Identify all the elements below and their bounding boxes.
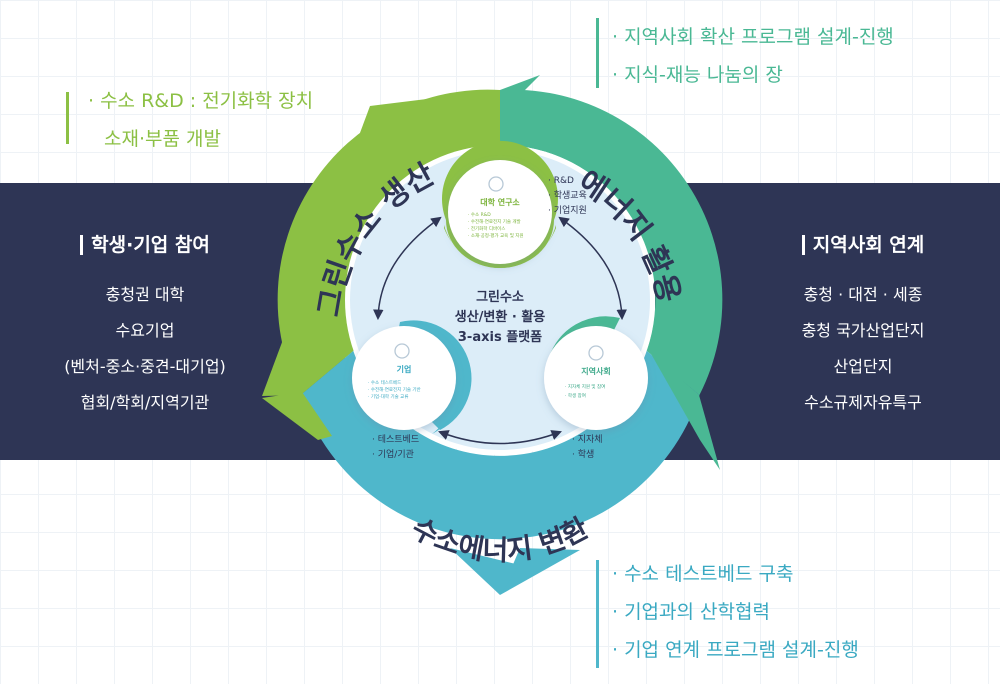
community-item: 충청 · 대전 · 세종 — [803, 285, 923, 304]
company-title: 기업 — [397, 364, 412, 374]
outreach-bullet: · 지역사회 확산 프로그램 설계-진행 — [612, 26, 894, 48]
testbed-bullet: · 수소 테스트베드 구축 — [612, 563, 794, 585]
university-tag: · 기업지원 — [548, 205, 587, 216]
community-item: 산업단지 — [833, 357, 893, 376]
university-item: · 수전해·연료전지 기술 개발 — [468, 218, 521, 225]
university-title: 대학 연구소 — [480, 197, 520, 207]
community-item: 수소규제자유특구 — [804, 393, 922, 412]
green-arrow-tip — [262, 392, 332, 440]
cycle-arrow-left — [373, 216, 442, 321]
node-company: 기업 · 수소 테스트베드 · 수전해·연료전지 기술 기반 · 기업-대학 기… — [352, 320, 472, 434]
teal-arc-segment — [500, 89, 723, 396]
teal-arrow-tip — [650, 352, 720, 470]
cyan-arc-pointer — [500, 548, 580, 595]
community-circle — [544, 326, 648, 430]
cyan-arrow-tip — [450, 548, 520, 595]
community-item: 충청 국가산업단지 — [801, 321, 925, 340]
company-item: · 기업-대학 기술 교류 — [368, 393, 408, 400]
university-item: · 전기화학 디바이스 — [468, 225, 505, 232]
company-item: · 수소 테스트베드 — [368, 379, 401, 386]
rnd-bullet: 소재·부품 개발 — [104, 128, 221, 150]
green-accent-bar — [66, 92, 69, 144]
company-accent — [398, 320, 472, 430]
center-platform: 3-axis 플랫폼 — [458, 329, 542, 345]
community-icon — [588, 345, 604, 361]
university-circle — [448, 160, 552, 264]
company-tag: · 기업/기관 — [372, 449, 414, 460]
participation-title: 학생·기업 참여 — [80, 235, 210, 255]
cycle-arrow-right — [558, 216, 627, 321]
cycle-arrow-bottom — [438, 430, 562, 445]
participation-item: (벤처-중소·중견-대기업) — [64, 357, 226, 376]
cyan-accent-bar — [596, 560, 599, 668]
community-title: 지역사회 연계 — [801, 235, 924, 255]
testbed-bullets: · 수소 테스트베드 구축 · 기업과의 산학협력 · 기업 연계 프로그램 설… — [612, 555, 859, 669]
university-tag: · R&D — [548, 176, 574, 186]
company-circle — [352, 326, 456, 430]
university-item: · 수소 R&D — [468, 212, 491, 218]
company-tag: · 테스트베드 — [372, 434, 419, 445]
community-title: 지역사회 — [581, 366, 610, 376]
center-subtitle: 생산/변환 · 활용 — [455, 309, 546, 325]
community-tag: · 학생 — [572, 449, 594, 460]
university-icon — [488, 176, 504, 192]
cyan-arc-segment — [300, 350, 700, 540]
node-community: 지역사회 · 지자체 지원 및 참여 · 학생 참여 — [544, 316, 648, 430]
university-item: · 소재·공정·평가 교육 및 지원 — [468, 232, 524, 239]
community-item: · 지자체 지원 및 참여 — [565, 383, 605, 390]
outreach-bullets: · 지역사회 확산 프로그램 설계-진행 · 지식-재능 나눔의 장 — [612, 18, 894, 94]
participation-item: 협회/학회/지역기관 — [80, 393, 210, 412]
testbed-bullet: · 기업과의 산학협력 — [612, 601, 770, 623]
testbed-bullet: · 기업 연계 프로그램 설계-진행 — [612, 639, 859, 661]
community-item: · 학생 참여 — [565, 392, 586, 399]
center-title: 그린수소 — [476, 289, 524, 305]
participation-item: 수요기업 — [115, 321, 175, 340]
rnd-bullet: · 수소 R&D : 전기화학 장치 — [88, 90, 314, 112]
community-tag: · 지자체 — [572, 434, 603, 445]
company-icon — [394, 343, 410, 359]
community-panel: 지역사회 연계 충청 · 대전 · 세종 충청 국가산업단지 산업단지 수소규제… — [738, 235, 988, 421]
teal-arc-tail — [500, 75, 540, 95]
node-university: 대학 연구소 · 수소 R&D · 수전해·연료전지 기술 개발 · 전기화학 … — [441, 140, 558, 268]
participation-item: 충청권 대학 — [105, 285, 185, 304]
teal-accent-bar — [596, 18, 599, 88]
rnd-bullets: · 수소 R&D : 전기화학 장치 소재·부품 개발 — [88, 82, 313, 158]
outreach-bullet: · 지식-재능 나눔의 장 — [612, 64, 783, 86]
participation-panel: 학생·기업 참여 충청권 대학 수요기업 (벤처-중소·중견-대기업) 협회/학… — [20, 235, 270, 421]
university-tag: · 학생교육 — [548, 190, 587, 201]
company-item: · 수전해·연료전지 기술 기반 — [368, 386, 421, 393]
